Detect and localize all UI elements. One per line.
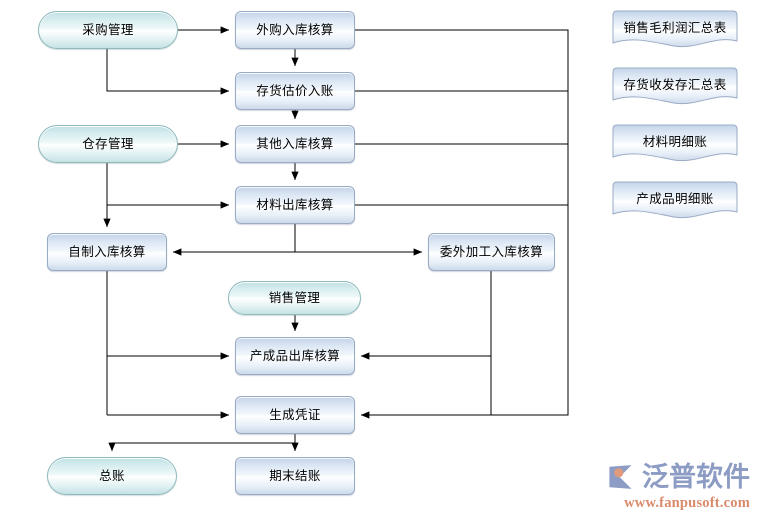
report-label: 存货收发存汇总表: [623, 77, 727, 93]
node-label: 其他入库核算: [256, 136, 334, 152]
node-outsourced_in[interactable]: 外购入库核算: [235, 11, 355, 49]
document-shape-icon: [612, 181, 738, 219]
node-general_ledger[interactable]: 总账: [47, 457, 177, 495]
node-label: 材料出库核算: [256, 197, 334, 213]
wire-right-rail-outsourced: [355, 29, 569, 416]
node-label: 期末结账: [269, 468, 321, 484]
report-label: 产成品明细账: [636, 191, 714, 207]
document-shape-icon: [612, 10, 738, 48]
brand-name: 泛普软件: [642, 461, 750, 493]
report-rpt_inventory_summary[interactable]: 存货收发存汇总表: [612, 67, 738, 109]
node-inventory_estimate[interactable]: 存货估价入账: [235, 72, 355, 110]
node-label: 委外加工入库核算: [439, 244, 544, 260]
node-label: 自制入库核算: [68, 244, 146, 260]
node-gen_voucher[interactable]: 生成凭证: [235, 396, 355, 434]
node-label: 总账: [99, 468, 125, 484]
node-warehouse_mgmt[interactable]: 仓存管理: [38, 125, 178, 163]
node-label: 外购入库核算: [256, 22, 334, 38]
report-rpt_gross_profit[interactable]: 销售毛利润汇总表: [612, 10, 738, 52]
node-label: 产成品出库核算: [249, 348, 341, 364]
document-shape-icon: [612, 67, 738, 105]
node-sales_mgmt[interactable]: 销售管理: [228, 281, 361, 315]
node-label: 销售管理: [268, 290, 321, 306]
report-rpt_finished_ledger[interactable]: 产成品明细账: [612, 181, 738, 223]
node-period_close[interactable]: 期末结账: [235, 457, 355, 495]
node-label: 存货估价入账: [256, 83, 334, 99]
node-material_out[interactable]: 材料出库核算: [235, 186, 355, 224]
brand-logo-row: 泛普软件: [606, 460, 750, 494]
node-label: 生成凭证: [269, 407, 321, 423]
node-finished_out[interactable]: 产成品出库核算: [235, 337, 355, 375]
wire-voucher-to-general-ledger: [108, 442, 295, 452]
node-purchase_mgmt[interactable]: 采购管理: [38, 11, 178, 49]
document-shape-icon: [612, 124, 738, 162]
node-label: 采购管理: [82, 22, 134, 38]
wire-warehouse-to-material-out: [106, 163, 230, 209]
brand-url: www.fanpusoft.com: [624, 495, 750, 511]
report-label: 材料明细账: [642, 134, 708, 150]
fanpu-logo-icon: [609, 465, 632, 489]
node-subcontract_in[interactable]: 委外加工入库核算: [428, 233, 555, 271]
node-self_made_in[interactable]: 自制入库核算: [47, 233, 167, 271]
report-rpt_material_ledger[interactable]: 材料明细账: [612, 124, 738, 166]
brand-watermark: 泛普软件 www.fanpusoft.com: [604, 450, 750, 512]
node-label: 仓存管理: [82, 136, 134, 152]
wire-purchase-to-estimate: [106, 49, 230, 95]
node-other_in[interactable]: 其他入库核算: [235, 125, 355, 163]
report-label: 销售毛利润汇总表: [623, 20, 727, 36]
